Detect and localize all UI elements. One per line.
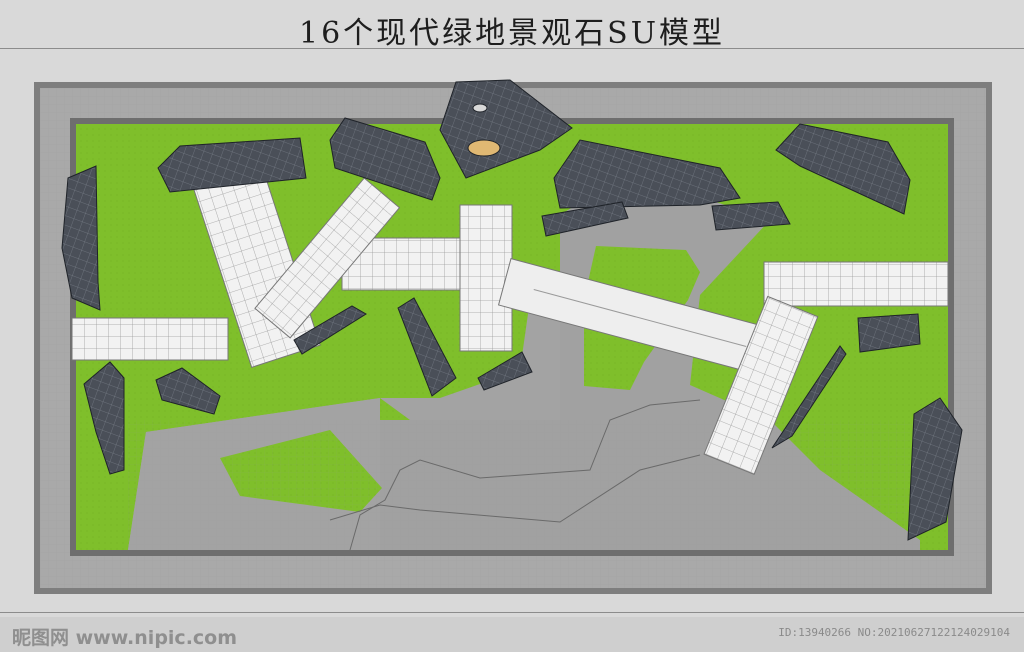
landscape-stone xyxy=(711,201,791,231)
image-id-text: ID:13940266 NO:20210627122124029104 xyxy=(778,626,1010,639)
lawn-island xyxy=(96,210,138,300)
white-paver-walkway xyxy=(703,295,819,475)
stone-light-cavity xyxy=(467,139,501,157)
landscape-stone xyxy=(329,117,441,201)
landscape-stone xyxy=(155,367,221,415)
landscape-stone xyxy=(83,361,125,475)
landscape-stone xyxy=(397,297,457,397)
title-divider xyxy=(0,48,1024,49)
footer-divider xyxy=(0,612,1024,613)
watermark-logo: 昵图网 www.nipic.com xyxy=(12,627,238,649)
landscape-stone xyxy=(775,123,911,215)
landscape-stone xyxy=(477,351,533,391)
footer-bar: 昵图网 www.nipic.com ID:13940266 NO:2021062… xyxy=(0,617,1024,652)
landscape-stone-group xyxy=(61,79,963,541)
white-paver-walkway xyxy=(71,317,229,361)
landscape-stone xyxy=(541,201,629,237)
path-edge-line xyxy=(329,454,701,523)
landscape-stone xyxy=(771,345,847,449)
landscape-stone xyxy=(553,139,741,209)
white-paver-walkway xyxy=(763,261,949,307)
stone-hole xyxy=(472,103,488,113)
landscape-stone xyxy=(157,137,307,193)
white-paver-walkway xyxy=(254,177,401,339)
white-paver-walkway xyxy=(459,204,513,352)
landscape-stone xyxy=(857,313,921,353)
landscape-stone xyxy=(907,397,963,541)
page-title: 16个现代绿地景观石SU模型 xyxy=(298,16,725,51)
landscape-stone xyxy=(293,305,367,355)
landscape-stone xyxy=(61,165,101,311)
